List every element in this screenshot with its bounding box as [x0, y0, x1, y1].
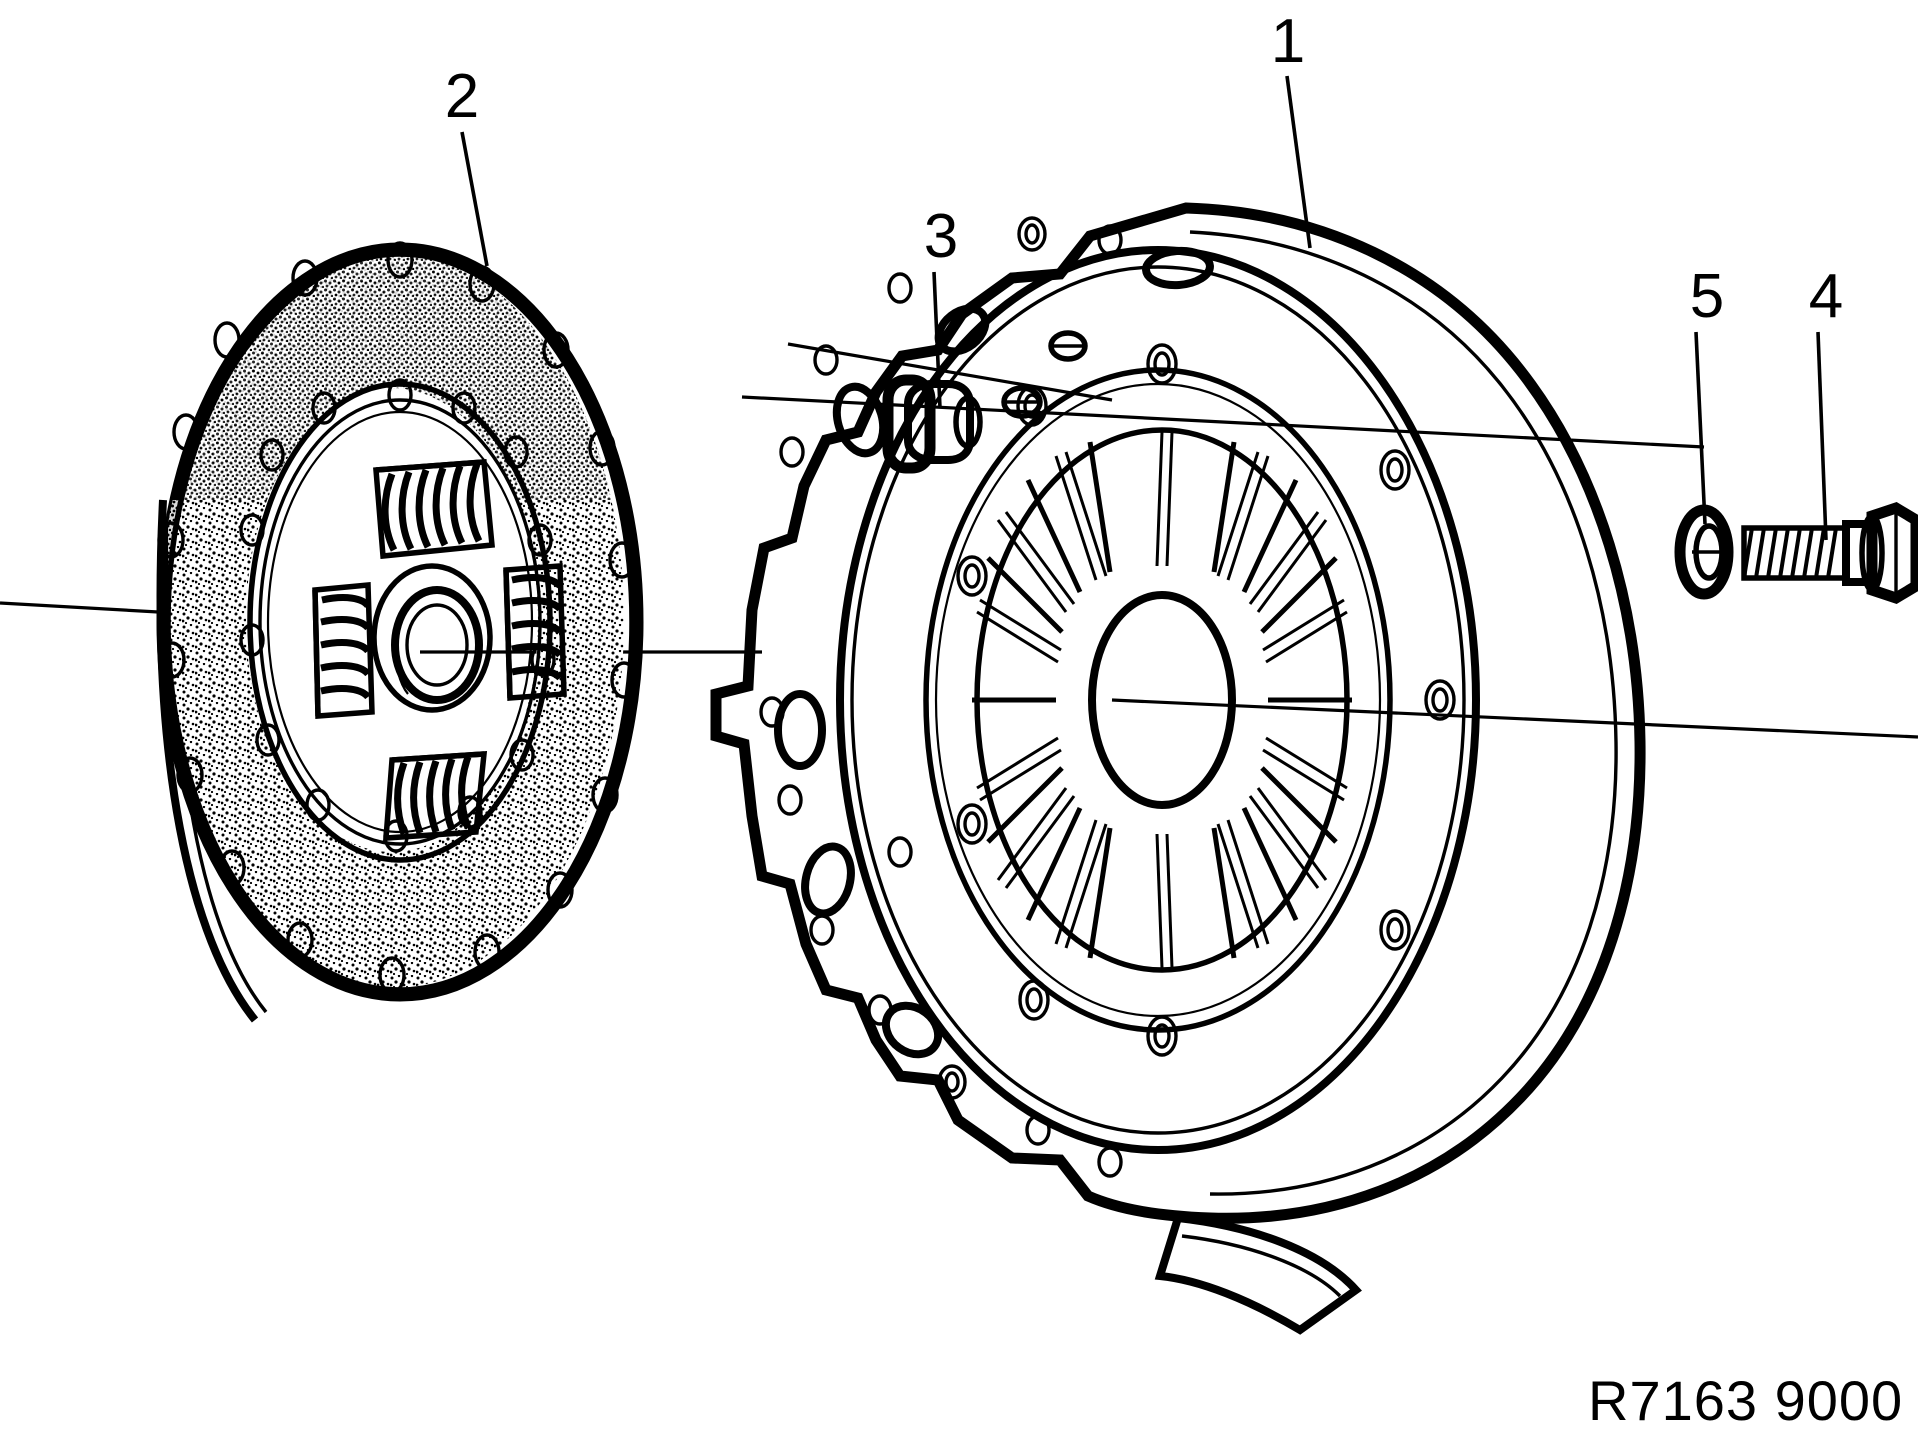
axis-dowel-pin: [787, 342, 1113, 402]
lining-rivet-holes-inner: [239, 378, 556, 853]
cover-dowel-holes: [1001, 330, 1088, 419]
driven-plate-top-shade: [195, 242, 406, 423]
damper-spring-top: [373, 459, 495, 560]
diaphragm-spring-fingers: [972, 431, 1352, 969]
cover-lower-lip: [1154, 1213, 1362, 1335]
driven-plate-assembly: [156, 241, 644, 1023]
lining-rivet-holes-outer: [157, 241, 638, 994]
dowel-pin-end-face: [953, 395, 983, 449]
damper-spring-right: [503, 563, 567, 701]
leader-line-4: [1816, 331, 1828, 541]
cover-flange-rim-holes: [759, 216, 1123, 1178]
clutch-cover-outer-shell: [710, 202, 1646, 1224]
clutch-cover-inner-offset: [1189, 230, 1618, 1196]
driven-plate-lining-inner-edge: [247, 381, 553, 863]
bolt-thread-hatching: [1742, 527, 1838, 579]
callout-label-2: 2: [445, 62, 479, 131]
diaphragm-release-aperture: [1088, 591, 1236, 809]
leader-line-2: [460, 131, 489, 267]
pressure-plate-friction-ring: [923, 367, 1393, 1033]
axis-driven-plate-left: [0, 601, 177, 615]
callout-label-1: 1: [1271, 7, 1305, 76]
callout-label-5: 5: [1690, 262, 1724, 331]
damper-spring-bottom: [383, 751, 488, 841]
hex-head-bolt: [1741, 501, 1918, 605]
callout-label-3: 3: [924, 202, 958, 271]
callout-labels: 1 2 3 4 5: [445, 7, 1843, 331]
leader-line-1: [1285, 75, 1312, 249]
drawing-number-label: R7163 9000: [1588, 1369, 1903, 1432]
axis-bolt: [741, 395, 1705, 449]
damper-spring-left: [312, 581, 375, 719]
callout-leader-lines: [460, 75, 1828, 541]
driven-plate-hub: [371, 563, 493, 713]
cover-lower-lip-line: [1181, 1234, 1342, 1298]
dowel-pin: [882, 374, 983, 474]
bolt-head-end-face: [1859, 513, 1885, 593]
leader-line-5: [1694, 331, 1707, 525]
axis-cover-right: [1111, 698, 1918, 739]
pressure-plate-dish-outer-2: [850, 265, 1466, 1135]
leader-line-3: [932, 271, 942, 409]
cover-flange-slots: [774, 246, 1214, 1059]
cover-bolt-holes: [956, 343, 1456, 1057]
pressure-plate-dish-outer: [836, 246, 1480, 1154]
clutch-cover-assembly: [710, 202, 1646, 1335]
callout-label-4: 4: [1809, 262, 1843, 331]
